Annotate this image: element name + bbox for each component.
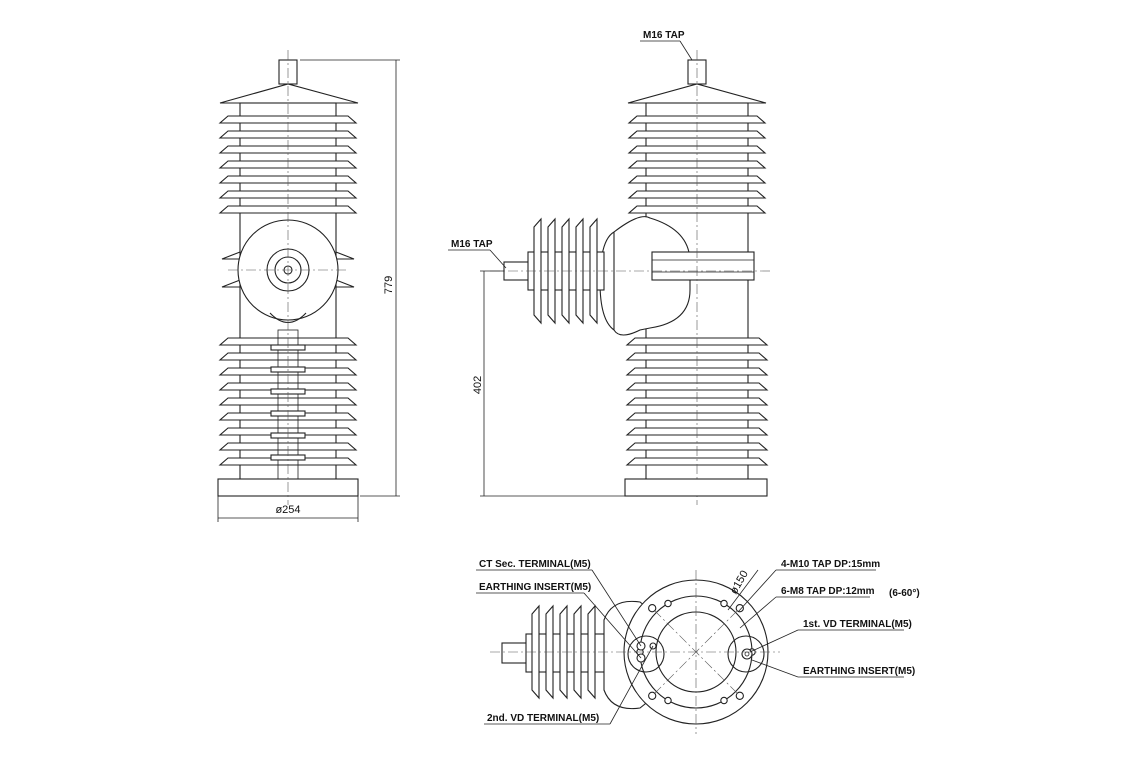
m8-tap-hole: [720, 599, 728, 608]
vd-boss: [727, 635, 765, 673]
dim-diameter-text: ø254: [275, 504, 300, 516]
m8-tap-hole: [720, 696, 728, 705]
lower-sheds: [625, 337, 769, 466]
m8-tap-hole: [664, 599, 672, 608]
dim-height-text: 779: [383, 276, 395, 294]
leader-line: [749, 629, 799, 653]
shed: [335, 279, 355, 288]
top-cap: [219, 83, 359, 104]
shed: [218, 130, 358, 139]
dim-bolt-circle-text: ø150: [728, 569, 751, 597]
side-view: M16 TAP M16 TAP 402: [448, 30, 770, 505]
center-line-diag: [653, 609, 739, 695]
shed: [218, 457, 358, 466]
shed: [335, 251, 355, 260]
dim-side-height-text: 402: [472, 376, 484, 394]
shed: [575, 217, 584, 325]
earthing-insert-right-label: EARTHING INSERT(M5): [803, 666, 915, 677]
vd-terminal-2-label: 2nd. VD TERMINAL(M5): [487, 713, 599, 724]
shed: [218, 382, 358, 391]
shed: [221, 279, 241, 288]
m10-tap-label: 4-M10 TAP DP:15mm: [781, 559, 880, 570]
shed: [627, 115, 767, 124]
leader-line: [591, 569, 642, 647]
bottom-view: ø150 CT Sec. TERMINAL(M5) EARTHING INSER…: [476, 559, 920, 734]
m8-tap-label: 6-M8 TAP DP:12mm: [781, 586, 875, 597]
shed: [573, 604, 582, 700]
shed: [625, 457, 769, 466]
shed: [625, 382, 769, 391]
side-tap-rod: [501, 642, 529, 664]
ct-terminal-label: CT Sec. TERMINAL(M5): [479, 559, 591, 570]
shed: [627, 130, 767, 139]
leader-line: [739, 596, 777, 629]
m8-tap-hole: [664, 696, 672, 705]
front-view: 779 ø254: [217, 50, 400, 522]
central-shed-band: [651, 251, 755, 281]
shed: [218, 115, 358, 124]
leader-line: [583, 592, 642, 659]
leader-line: [737, 569, 777, 613]
shed: [533, 217, 542, 325]
leader-line: [489, 249, 507, 269]
shed: [627, 205, 767, 214]
shed: [218, 205, 358, 214]
ct-boss: [627, 635, 665, 673]
leader-line: [727, 569, 759, 611]
leader-line: [751, 659, 799, 678]
earthing-insert-left-label: EARTHING INSERT(M5): [479, 582, 591, 593]
shed: [587, 604, 596, 700]
leader-line: [609, 645, 654, 725]
vd-terminal-1: [741, 648, 753, 660]
m8-angle-label: (6-60°): [889, 588, 920, 599]
side-tap-label: M16 TAP: [451, 239, 493, 250]
base-flange: [624, 478, 768, 497]
vd-terminal-1-label: 1st. VD TERMINAL(M5): [803, 619, 912, 630]
side-bushing-sheds: [531, 604, 596, 700]
top-tap-label: M16 TAP: [643, 30, 685, 41]
m10-tap-hole: [735, 691, 744, 700]
shed: [221, 251, 241, 260]
m10-tap-hole: [735, 604, 744, 613]
shed: [625, 367, 769, 376]
leader-line: [679, 40, 693, 61]
